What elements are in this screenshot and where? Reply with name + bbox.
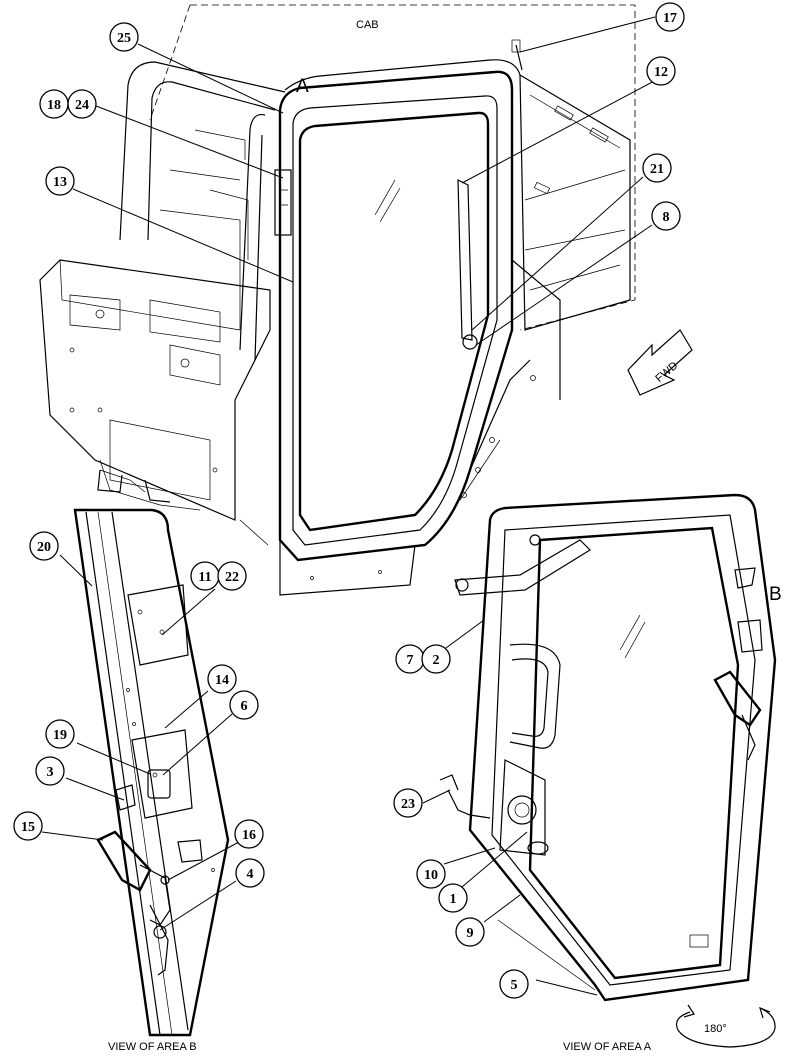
callout-25: 25 [109, 22, 139, 52]
callout-10: 10 [416, 859, 446, 889]
callout-number: 8 [663, 210, 670, 225]
callout-number: 1 [450, 892, 457, 907]
callout-circle [229, 690, 259, 720]
callout-circle [393, 788, 423, 818]
callout-18: 18 [39, 89, 69, 119]
callout-number: 2 [433, 653, 440, 668]
callout-number: 17 [663, 11, 677, 26]
rotate-180-icon: 180° [675, 1004, 776, 1048]
callout-number: 11 [198, 570, 211, 585]
callout-9: 9 [455, 917, 485, 947]
area-b-marker: B [769, 584, 782, 605]
forward-arrow-icon: FWD [627, 329, 693, 396]
callout-number: 5 [511, 978, 518, 993]
callout-number: 18 [47, 98, 61, 113]
callout-23: 23 [393, 788, 423, 818]
callout-19: 19 [45, 719, 75, 749]
callout-number: 16 [242, 828, 256, 843]
callout-22: 22 [217, 561, 247, 591]
callout-circle [45, 166, 75, 196]
callout-circle [235, 858, 265, 888]
callout-number: 6 [241, 699, 248, 714]
callout-circle [642, 153, 672, 183]
callout-circle [109, 22, 139, 52]
callout-2: 2 [421, 644, 451, 674]
rotation-label: 180° [704, 1023, 727, 1035]
callout-circle [67, 89, 97, 119]
callout-number: 25 [117, 31, 131, 46]
callout-circle [421, 644, 451, 674]
callout-16: 16 [234, 819, 264, 849]
area-b-detail-drawing [73, 508, 230, 1037]
callout-circle [651, 201, 681, 231]
callout-7: 7 [395, 644, 425, 674]
callout-number: 21 [650, 162, 664, 177]
cab-label: CAB [356, 19, 379, 31]
callout-11: 11 [190, 561, 220, 591]
callout-1: 1 [438, 883, 468, 913]
area-a-marker: A [296, 76, 309, 97]
callout-circle [655, 2, 685, 32]
callout-6: 6 [229, 690, 259, 720]
callout-number: 3 [47, 765, 54, 780]
callout-3: 3 [35, 756, 65, 786]
callout-number: 23 [401, 797, 415, 812]
callout-circle [35, 756, 65, 786]
callout-circle [13, 811, 43, 841]
view-area-b-caption: VIEW OF AREA B [108, 1041, 197, 1053]
callout-number: 12 [654, 65, 668, 80]
callout-17: 17 [655, 2, 685, 32]
callout-5: 5 [499, 969, 529, 999]
callout-number: 22 [225, 570, 239, 585]
callout-circle [646, 56, 676, 86]
callout-number: 7 [407, 653, 414, 668]
leader-lines [41, 16, 659, 996]
callout-number: 20 [37, 540, 51, 555]
callout-12: 12 [646, 56, 676, 86]
callout-number: 10 [424, 868, 438, 883]
callout-4: 4 [235, 858, 265, 888]
callout-24: 24 [67, 89, 97, 119]
callout-number: 4 [247, 867, 254, 882]
callout-number: 24 [75, 98, 89, 113]
callout-circle [438, 883, 468, 913]
callout-number: 13 [53, 175, 67, 190]
callout-circle [499, 969, 529, 999]
callout-circle [45, 719, 75, 749]
callout-21: 21 [642, 153, 672, 183]
callout-circle [234, 819, 264, 849]
callout-circle [29, 531, 59, 561]
callout-number: 14 [215, 673, 229, 688]
callout-number: 19 [53, 728, 67, 743]
callout-13: 13 [45, 166, 75, 196]
callout-circle [416, 859, 446, 889]
callout-number: 15 [21, 820, 35, 835]
area-a-detail-drawing [439, 493, 777, 1002]
callout-20: 20 [29, 531, 59, 561]
callout-14: 14 [207, 664, 237, 694]
callout-circle [207, 664, 237, 694]
view-area-a-caption: VIEW OF AREA A [563, 1041, 652, 1053]
callout-circle [217, 561, 247, 591]
callout-15: 15 [13, 811, 43, 841]
cab-assembly-drawing [39, 4, 636, 596]
callout-circle [455, 917, 485, 947]
callout-number: 9 [467, 926, 474, 941]
callout-8: 8 [651, 201, 681, 231]
